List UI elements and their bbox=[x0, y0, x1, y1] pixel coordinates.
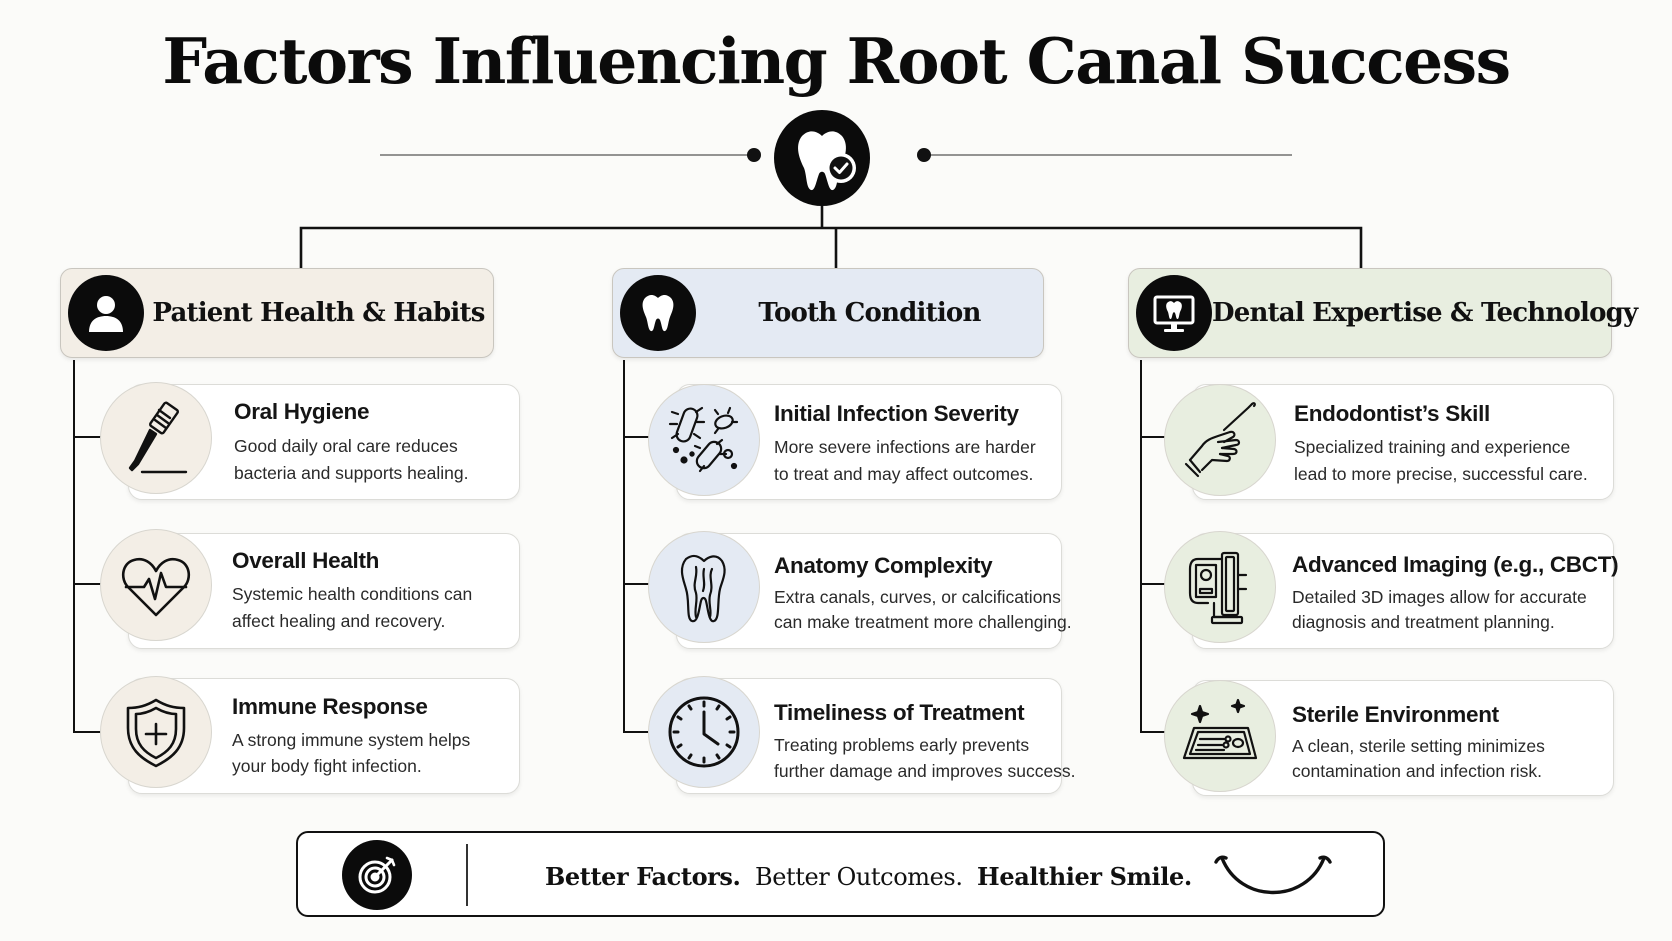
toothbrush-icon bbox=[100, 382, 212, 494]
card-description: A strong immune system helps bbox=[232, 730, 471, 750]
card-description: to treat and may affect outcomes. bbox=[774, 464, 1034, 484]
card-description: Good daily oral care reduces bbox=[234, 436, 458, 456]
card-description: Systemic health conditions can bbox=[232, 584, 473, 604]
card-description: Treating problems early prevents bbox=[774, 735, 1030, 755]
card-description: your body fight infection. bbox=[232, 756, 422, 776]
card-description: affect healing and recovery. bbox=[232, 611, 446, 631]
card-description: A clean, sterile setting minimizes bbox=[1292, 736, 1545, 756]
card-description: lead to more precise, successful care. bbox=[1294, 464, 1588, 484]
card-description: Specialized training and experience bbox=[1294, 437, 1571, 457]
card-title: Anatomy Complexity bbox=[774, 553, 993, 578]
card-description: contamination and infection risk. bbox=[1292, 761, 1542, 781]
card-description: More severe infections are harder bbox=[774, 437, 1036, 457]
column-header-dental-expertise: Dental Expertise & Technology bbox=[1128, 268, 1638, 358]
monitor-tooth-icon bbox=[1136, 275, 1212, 351]
card-title: Timeliness of Treatment bbox=[774, 700, 1025, 725]
shield-plus-icon bbox=[100, 676, 212, 788]
column-header-tooth-condition: Tooth Condition bbox=[612, 268, 1044, 358]
bacteria-icon bbox=[648, 384, 760, 496]
tagline-part-2: Better Outcomes. bbox=[754, 863, 963, 891]
cbct-scanner-icon bbox=[1164, 531, 1276, 643]
column-title: Dental Expertise & Technology bbox=[1212, 298, 1638, 328]
tagline-banner bbox=[296, 831, 1385, 917]
column-header-patient-health: Patient Health & Habits bbox=[60, 268, 494, 358]
card-title: Oral Hygiene bbox=[234, 399, 370, 424]
card-title: Endodontist’s Skill bbox=[1294, 401, 1490, 426]
card-description: can make treatment more challenging. bbox=[774, 612, 1072, 632]
card-description: further damage and improves success. bbox=[774, 761, 1076, 781]
card-description: Detailed 3D images allow for accurate bbox=[1292, 587, 1587, 607]
card-title: Sterile Environment bbox=[1292, 702, 1499, 727]
target-icon bbox=[342, 840, 412, 910]
tagline-text: Better Factors. Better Outcomes. Healthi… bbox=[545, 862, 1192, 892]
page-title: Factors Influencing Root Canal Success bbox=[162, 24, 1511, 98]
smile-icon bbox=[1210, 848, 1336, 911]
clock-icon bbox=[648, 676, 760, 788]
hand-instrument-icon bbox=[1164, 384, 1276, 496]
column-title: Tooth Condition bbox=[758, 298, 981, 328]
card-description: Extra canals, curves, or calcifications bbox=[774, 587, 1061, 607]
tagline-part-1: Better Factors. bbox=[545, 862, 741, 891]
tooth-roots-icon bbox=[648, 531, 760, 643]
card-description: diagnosis and treatment planning. bbox=[1292, 612, 1555, 632]
banner-divider bbox=[466, 844, 468, 906]
tooth-icon bbox=[620, 275, 696, 351]
card-title: Initial Infection Severity bbox=[774, 401, 1019, 426]
column-title: Patient Health & Habits bbox=[152, 298, 485, 328]
person-icon bbox=[68, 275, 144, 351]
sterile-tray-icon bbox=[1164, 680, 1276, 792]
tagline-part-3: Healthier Smile. bbox=[977, 862, 1192, 891]
card-title: Immune Response bbox=[232, 694, 428, 719]
card-title: Advanced Imaging (e.g., CBCT) bbox=[1292, 552, 1619, 577]
heart-pulse-icon bbox=[100, 529, 212, 641]
card-description: bacteria and supports healing. bbox=[234, 463, 469, 483]
card-title: Overall Health bbox=[232, 548, 380, 573]
hub-tooth-check-icon bbox=[774, 110, 870, 206]
